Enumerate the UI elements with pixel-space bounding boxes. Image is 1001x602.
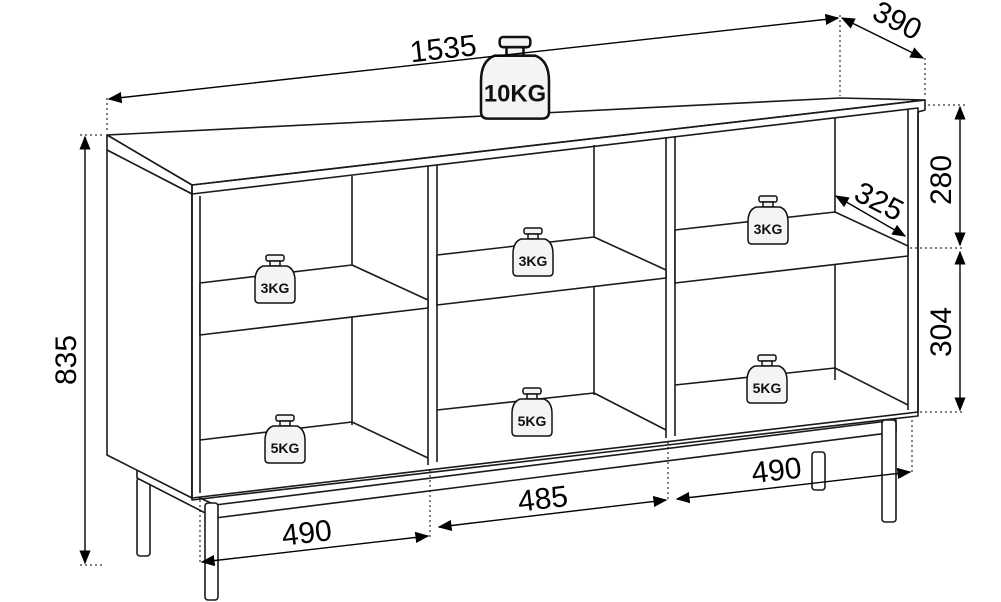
svg-text:485: 485 — [516, 480, 569, 518]
weight-label: 3KG — [519, 253, 548, 269]
svg-text:490: 490 — [750, 452, 803, 490]
weight-right-lower-icon: 5KG — [746, 354, 788, 404]
back-middle-leg — [811, 451, 826, 491]
dimension-width: 1535 — [106, 13, 841, 133]
weight-label: 5KG — [753, 380, 782, 396]
svg-text:390: 390 — [867, 0, 927, 47]
weight-middle-lower-icon: 5KG — [511, 387, 553, 437]
dimension-middle-width: 485 — [437, 442, 669, 532]
dimension-bottom-compartment: 304 — [920, 250, 966, 413]
weight-top-icon: 10KG — [479, 35, 551, 120]
svg-text:1535: 1535 — [408, 29, 478, 69]
dimension-height: 835 — [50, 134, 105, 566]
svg-text:835: 835 — [50, 335, 83, 385]
dimension-top-compartment: 280 — [910, 104, 966, 249]
dimension-right-width: 490 — [675, 420, 913, 504]
weight-label: 5KG — [271, 440, 300, 456]
weight-label: 3KG — [261, 280, 290, 296]
left-side-panel — [106, 149, 193, 499]
weight-label: 5KG — [518, 413, 547, 429]
svg-text:280: 280 — [925, 155, 958, 205]
back-left-leg — [136, 477, 151, 557]
front-frame — [191, 99, 926, 501]
dimension-depth: 390 — [840, 0, 927, 98]
weight-label: 10KG — [484, 81, 546, 108]
front-left-leg — [204, 502, 219, 601]
weight-left-upper-icon: 3KG — [254, 254, 296, 304]
weight-middle-upper-icon: 3KG — [512, 227, 554, 277]
svg-text:304: 304 — [925, 307, 958, 357]
svg-text:490: 490 — [280, 514, 333, 552]
weight-right-upper-icon: 3KG — [747, 195, 789, 245]
weight-label: 3KG — [754, 221, 783, 237]
dimension-left-width: 490 — [199, 470, 431, 567]
front-right-leg — [881, 419, 897, 523]
weight-left-lower-icon: 5KG — [264, 414, 306, 464]
